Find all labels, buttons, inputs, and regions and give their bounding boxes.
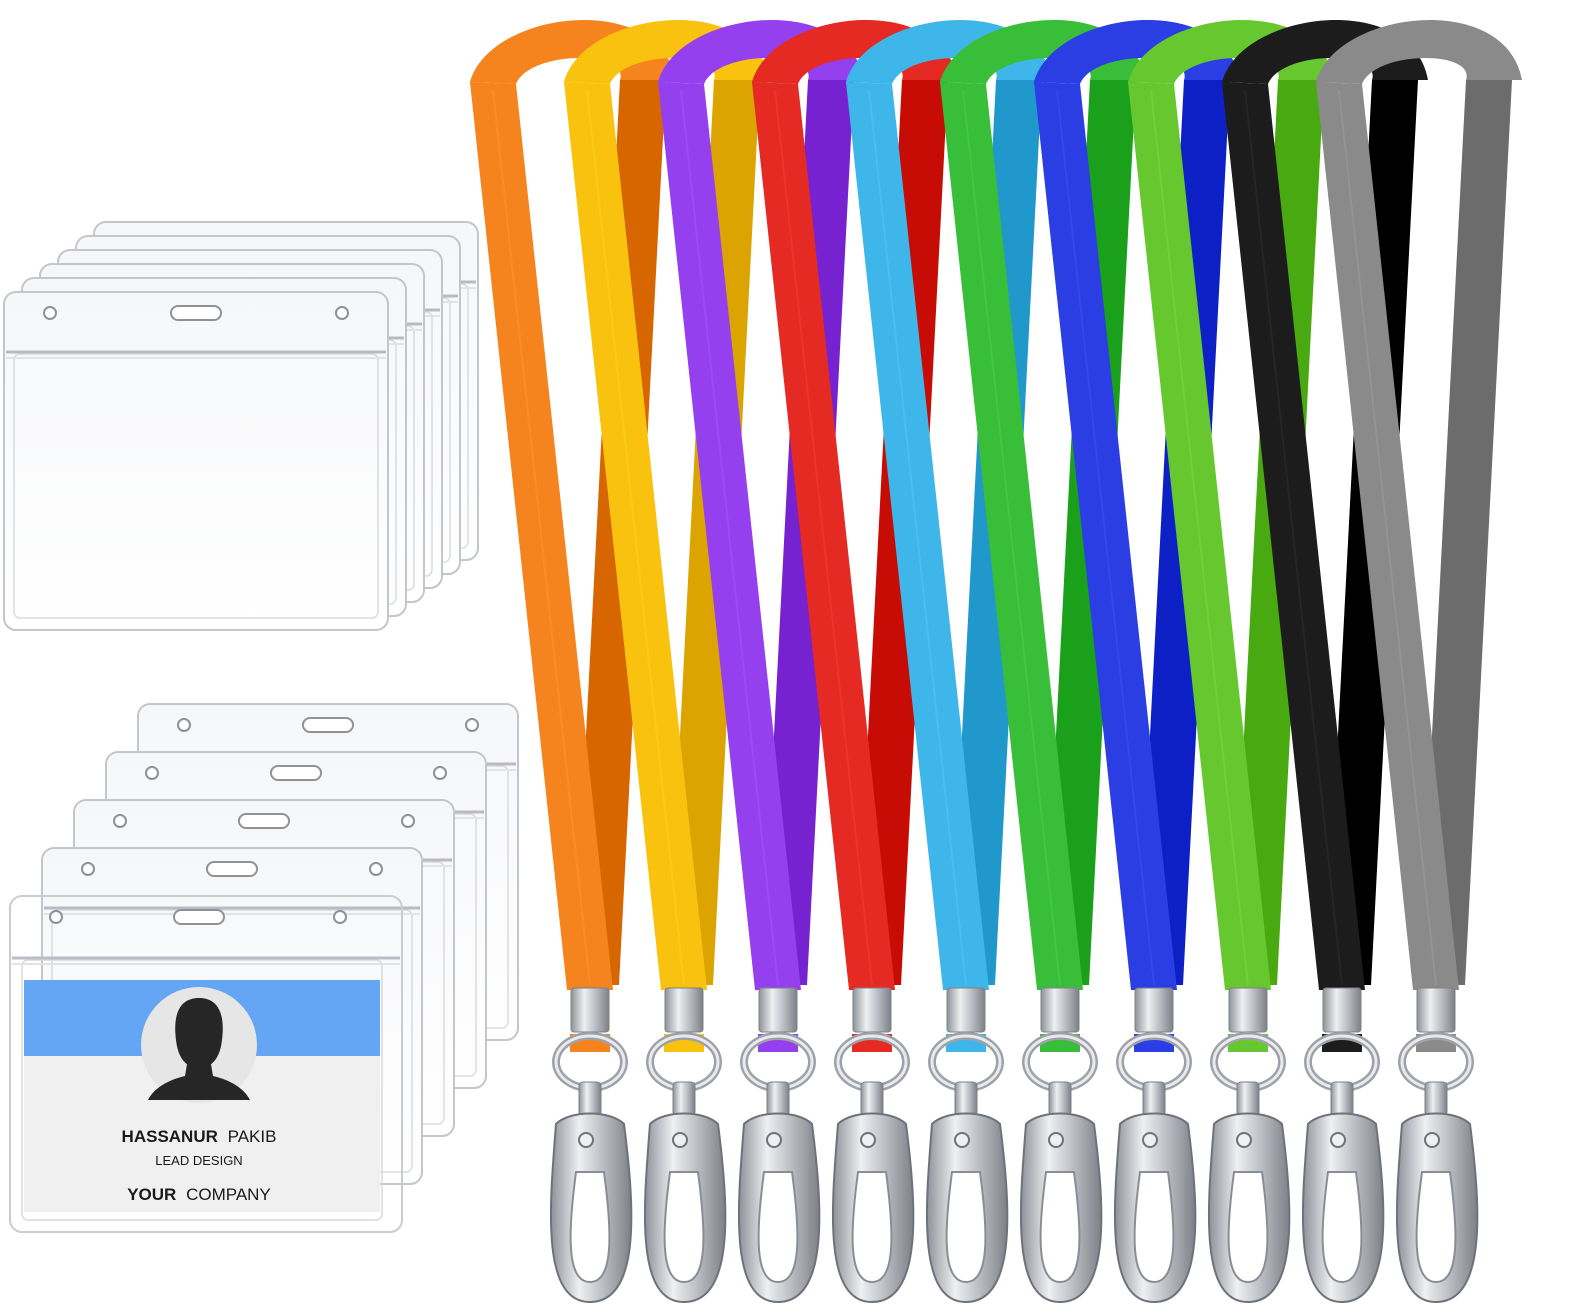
id-card-last-name: PAKIB [228,1127,277,1146]
id-card-role: LEAD DESIGN [155,1153,242,1168]
id-card-name: HASSANUR PAKIB [122,1127,277,1146]
lanyard-gray [1316,19,1522,1304]
id-card-company-rest: COMPANY [186,1185,271,1204]
id-card-first-name: HASSANUR [122,1127,218,1146]
lanyard-set [470,19,1522,1304]
avatar-silhouette-icon [148,998,250,1100]
front-badge-holder-frame [9,895,403,1233]
id-card-company-bold: YOUR [127,1185,176,1204]
badge-holder [3,291,389,631]
id-card-company: YOUR COMPANY [127,1185,271,1204]
badge-holder-stack-upper [3,221,479,631]
sample-id-card: HASSANUR PAKIB LEAD DESIGN YOUR COMPANY [24,980,380,1212]
